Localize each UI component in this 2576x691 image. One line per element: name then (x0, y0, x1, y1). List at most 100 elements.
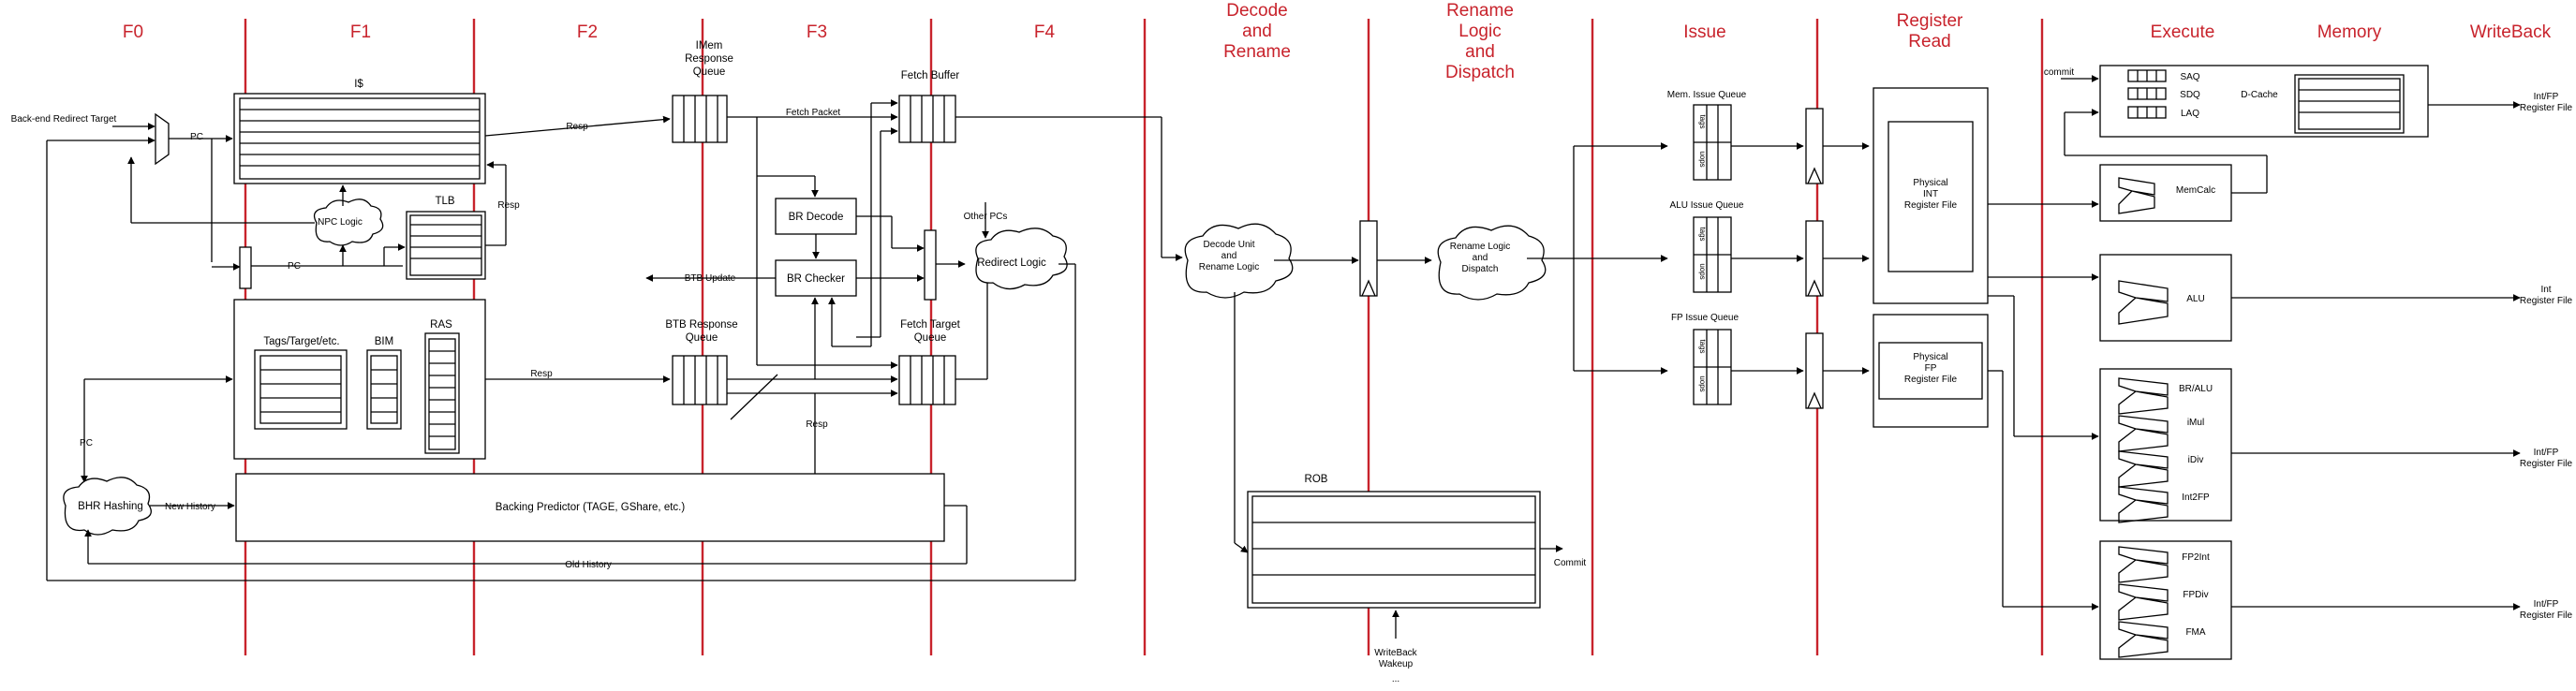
br-checker-label: BR Checker (787, 273, 845, 285)
stage-execute: Execute (2151, 22, 2215, 42)
imem-response-queue (672, 95, 728, 143)
laq-label: LAQ (2181, 109, 2199, 119)
fpdiv-label: FPDiv (2183, 590, 2208, 600)
stage-f2: F2 (577, 22, 598, 42)
saq-label: SAQ (2180, 72, 2199, 82)
rename-dispatch-cloud (1437, 225, 1547, 301)
alu-iq-tags: tags (1698, 227, 1707, 241)
fma-label: FMA (2185, 627, 2205, 638)
decode-pipeline-register (1359, 220, 1378, 297)
pc-label-mux: PC (190, 132, 203, 142)
memcalc-unit (2099, 164, 2232, 222)
dcache-label: D-Cache (2241, 90, 2278, 100)
new-history-label: New History (165, 502, 215, 512)
btb-response-queue (672, 355, 728, 405)
fp-exec-unit (2099, 540, 2232, 660)
pc-mux (155, 112, 170, 166)
alu-label: ALU (2186, 294, 2204, 304)
stage-f0: F0 (123, 22, 143, 42)
bhr-pc-label: PC (80, 438, 93, 448)
int-register-file (1888, 121, 1974, 272)
imul-label: iMul (2187, 418, 2204, 428)
fp-register-file (1878, 342, 1983, 400)
stage-f1: F1 (350, 22, 371, 42)
tlb-title: TLB (435, 196, 454, 207)
fp-iq-uops: uops (1698, 375, 1707, 391)
redirect-logic-label: Redirect Logic (977, 257, 1046, 269)
fetch-packet-label: Fetch Packet (786, 108, 841, 118)
memcalc-label: MemCalc (2176, 185, 2215, 196)
alu-unit (2099, 254, 2232, 342)
stage-memory: Memory (2317, 22, 2382, 42)
bim-label: BIM (375, 336, 393, 347)
stage-writeback: WriteBack (2470, 22, 2552, 42)
alu-issue-register (1805, 220, 1824, 297)
fp-issue-register (1805, 332, 1824, 409)
tlb-resp-label: Resp (497, 200, 520, 211)
fp-issue-queue: FP Issue Queue tags uops (1671, 313, 1740, 405)
btb-tags-label: Tags/Target/etc. (263, 336, 339, 347)
br-alu-label: BR/ALU (2179, 384, 2213, 394)
fetch-buffer (898, 95, 956, 143)
br-checker (775, 259, 857, 297)
int2fp-label: Int2FP (2182, 493, 2210, 503)
mem-iq-tags: tags (1698, 114, 1707, 128)
fp-exec-units (2118, 546, 2169, 658)
mem-issue-register (1805, 108, 1824, 184)
bhr-hashing-cloud (63, 477, 152, 536)
npc-logic-label: NPC Logic (318, 217, 363, 228)
backend-redirect-label: Back-end Redirect Target (11, 114, 117, 125)
ras-label: RAS (430, 319, 452, 331)
alu-iq-uops: uops (1698, 263, 1707, 279)
stage-f3: F3 (807, 22, 827, 42)
idiv-label: iDiv (2188, 455, 2204, 465)
wakeup-ellipsis: ... (1392, 674, 1399, 684)
mem-issue-queue-title: Mem. Issue Queue (1667, 90, 1747, 100)
mem-issue-queue: Mem. Issue Queue tags uops (1667, 90, 1747, 181)
fp-issue-queue-title: FP Issue Queue (1671, 313, 1740, 323)
br-decode-label: BR Decode (789, 212, 844, 223)
commit-label: Commit (1554, 558, 1587, 568)
stage-f4: F4 (1034, 22, 1056, 42)
backing-predictor-label: Backing Predictor (TAGE, GShare, etc.) (496, 502, 686, 513)
fp-iq-tags: tags (1698, 339, 1707, 353)
btb-update-label: BTB Update (685, 273, 736, 284)
commit-input-label: commit (2044, 67, 2074, 78)
rob-title: ROB (1305, 474, 1328, 485)
fetch-target-queue (898, 355, 956, 405)
alu-issue-queue-title: ALU Issue Queue (1670, 200, 1744, 211)
redirect-mux (924, 229, 937, 301)
redirect-logic-cloud (975, 228, 1068, 290)
btb-resp-label: Resp (530, 369, 553, 379)
mem-iq-uops: uops (1698, 151, 1707, 167)
npc-logic-cloud (313, 198, 384, 246)
decode-unit-cloud (1184, 223, 1294, 299)
stage-issue: Issue (1683, 22, 1725, 42)
sdq-label: SDQ (2180, 90, 2200, 100)
icache-resp-label: Resp (566, 122, 588, 132)
alu-issue-queue: ALU Issue Queue tags uops (1670, 200, 1744, 293)
backing-resp-label: Resp (806, 419, 828, 430)
stage-dividers (244, 19, 2044, 655)
int-exec-alus (2118, 377, 2169, 523)
fetch-buffer-title: Fetch Buffer (901, 70, 960, 81)
bhr-hashing-label: BHR Hashing (78, 501, 143, 512)
old-history-label: Old History (565, 560, 611, 570)
fp2int-label: FP2Int (2182, 552, 2210, 563)
